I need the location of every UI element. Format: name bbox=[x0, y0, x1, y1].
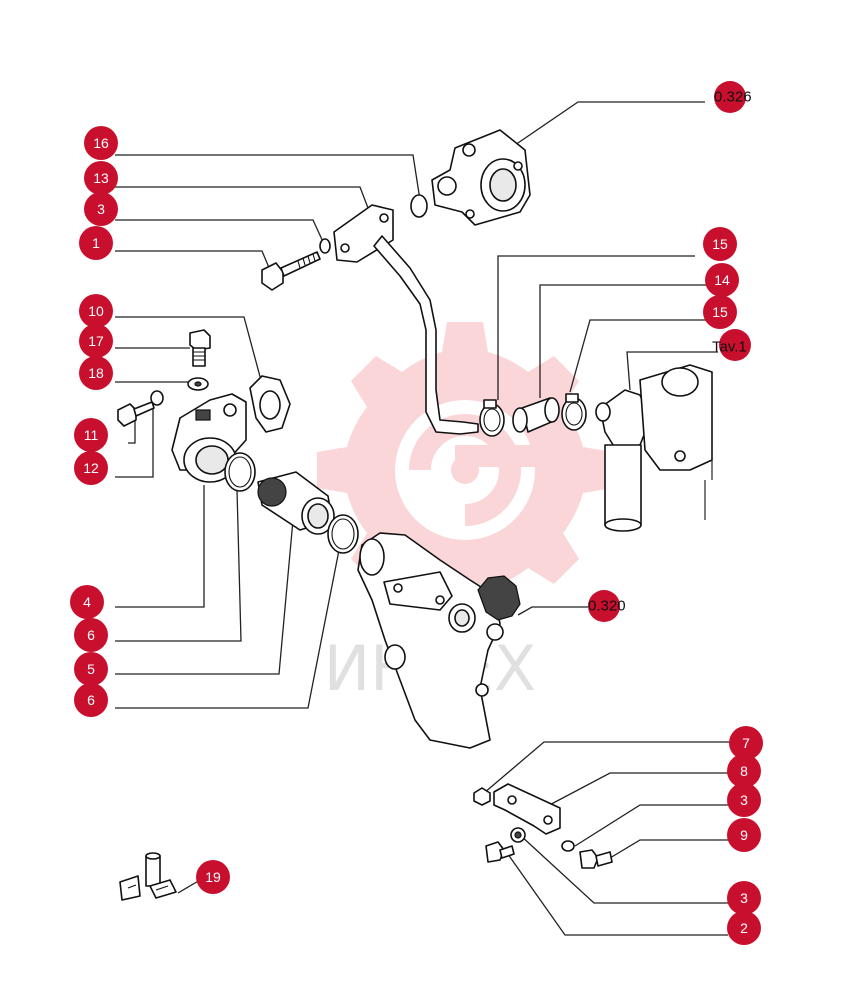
callouts: 16 13 3 1 10 17 18 11 12 4 6 5 6 15 14 1… bbox=[70, 126, 763, 945]
svg-text:3: 3 bbox=[97, 201, 105, 217]
pump-housing-lower bbox=[357, 532, 521, 749]
svg-text:0.326: 0.326 bbox=[714, 89, 752, 106]
references: 0.326 Tav.1 0.320 bbox=[588, 81, 752, 622]
washer-3-top bbox=[319, 238, 331, 254]
svg-text:19: 19 bbox=[205, 869, 221, 885]
sensor-19 bbox=[119, 852, 177, 901]
pump-housing-upper bbox=[431, 129, 531, 226]
svg-text:3: 3 bbox=[740, 890, 748, 906]
hose-14 bbox=[512, 397, 560, 433]
hose-clamp-15-right bbox=[561, 393, 587, 431]
svg-text:7: 7 bbox=[742, 735, 750, 751]
svg-text:15: 15 bbox=[712, 236, 728, 252]
svg-text:8: 8 bbox=[740, 763, 748, 779]
bolt-1 bbox=[261, 251, 321, 291]
engine-fitting bbox=[595, 364, 713, 532]
callout-9: 9 bbox=[727, 818, 761, 852]
svg-text:2: 2 bbox=[740, 920, 748, 936]
washer-12 bbox=[150, 390, 164, 406]
callout-16: 16 bbox=[84, 126, 118, 160]
callout-10: 10 bbox=[79, 294, 113, 328]
svg-text:17: 17 bbox=[88, 333, 104, 349]
callout-11: 11 bbox=[74, 418, 108, 452]
svg-text:6: 6 bbox=[87, 692, 95, 708]
oil-pipe-13 bbox=[333, 204, 479, 435]
callout-7: 7 bbox=[729, 726, 763, 760]
o-ring-16 bbox=[410, 194, 428, 218]
svg-text:16: 16 bbox=[93, 135, 109, 151]
ref-0320: 0.320 bbox=[588, 590, 626, 622]
callout-1: 1 bbox=[79, 226, 113, 260]
callout-14: 14 bbox=[705, 263, 739, 297]
callout-17: 17 bbox=[79, 324, 113, 358]
ref-tav1: Tav.1 bbox=[712, 329, 751, 361]
callout-6: 6 bbox=[74, 683, 108, 717]
callout-12: 12 bbox=[74, 451, 108, 485]
callout-3: 3 bbox=[84, 192, 118, 226]
o-ring-6-left bbox=[224, 452, 256, 492]
svg-text:12: 12 bbox=[83, 460, 99, 476]
bracket-assembly bbox=[473, 783, 613, 869]
callout-15: 15 bbox=[703, 227, 737, 261]
callout-13: 13 bbox=[84, 161, 118, 195]
svg-text:Tav.1: Tav.1 bbox=[712, 339, 747, 356]
svg-text:3: 3 bbox=[740, 792, 748, 808]
svg-text:11: 11 bbox=[84, 427, 99, 443]
svg-text:10: 10 bbox=[88, 303, 104, 319]
callout-6: 6 bbox=[74, 618, 108, 652]
callout-8: 8 bbox=[727, 754, 761, 788]
callout-19: 19 bbox=[196, 860, 230, 894]
bolt-17 bbox=[189, 329, 211, 367]
o-ring-6-right bbox=[327, 514, 359, 554]
callout-4: 4 bbox=[70, 585, 104, 619]
callout-15: 15 bbox=[703, 295, 737, 329]
leader-lines bbox=[115, 101, 730, 936]
svg-text:1: 1 bbox=[92, 235, 100, 251]
svg-text:6: 6 bbox=[87, 627, 95, 643]
svg-text:4: 4 bbox=[83, 594, 91, 610]
callout-18: 18 bbox=[79, 356, 113, 390]
pipe-connector-4 bbox=[171, 393, 247, 483]
svg-text:15: 15 bbox=[712, 304, 728, 320]
svg-text:13: 13 bbox=[93, 170, 109, 186]
gasket-10 bbox=[249, 375, 291, 433]
svg-text:9: 9 bbox=[740, 827, 748, 843]
svg-text:0.320: 0.320 bbox=[588, 598, 626, 615]
callout-3: 3 bbox=[727, 881, 761, 915]
callout-5: 5 bbox=[74, 652, 108, 686]
ref-0326: 0.326 bbox=[714, 81, 752, 113]
parts bbox=[117, 129, 713, 901]
sleeve-5 bbox=[257, 471, 335, 535]
callout-2: 2 bbox=[727, 911, 761, 945]
hose-clamp-15-left bbox=[479, 399, 505, 437]
svg-text:18: 18 bbox=[88, 365, 104, 381]
svg-text:14: 14 bbox=[714, 272, 730, 288]
bolt-11 bbox=[117, 401, 155, 427]
callout-3: 3 bbox=[727, 783, 761, 817]
svg-text:5: 5 bbox=[87, 661, 95, 677]
